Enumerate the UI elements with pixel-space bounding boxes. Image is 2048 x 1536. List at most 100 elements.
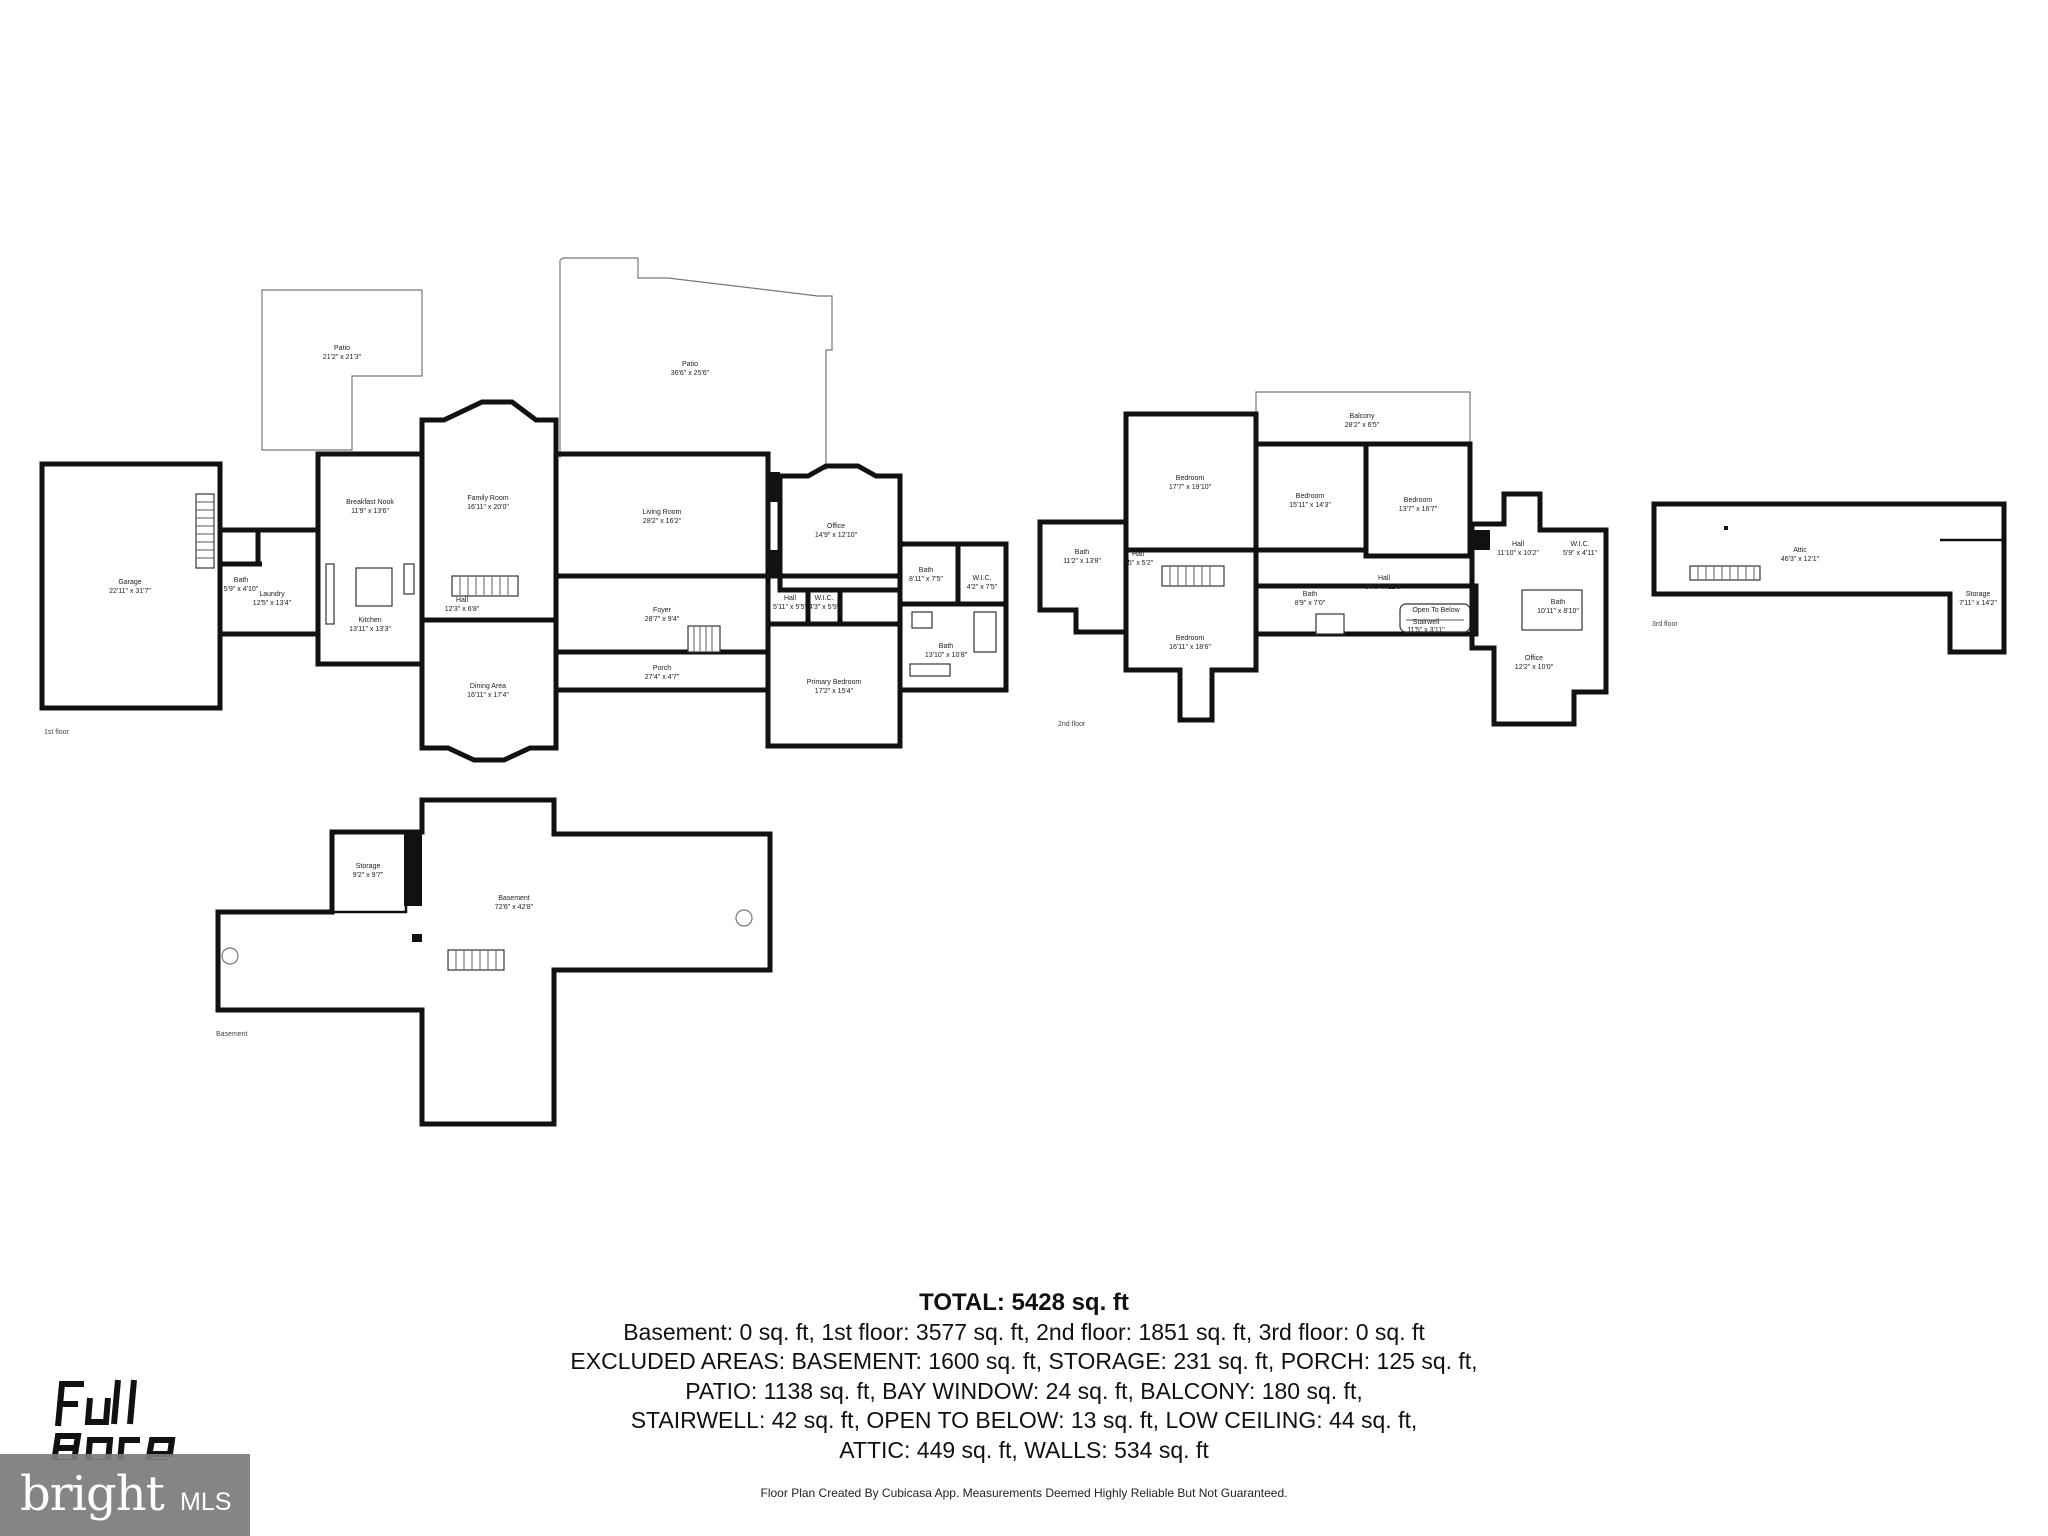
room-label: Porch xyxy=(653,665,671,672)
first-floor-label: 1st floor xyxy=(44,729,70,736)
second-floor-label: 2nd floor xyxy=(1058,721,1086,728)
room-dims: 8'9" x 7'0" xyxy=(1295,600,1326,607)
area-summary: TOTAL: 5428 sq. ft Basement: 0 sq. ft, 1… xyxy=(0,1288,2048,1465)
room-label: Hall xyxy=(784,595,797,602)
room-dims: 12'2" x 10'0" xyxy=(1515,664,1554,671)
room-label: Hall xyxy=(1132,551,1145,558)
room-dims: 11'2" x 13'8" xyxy=(1063,558,1101,565)
room-dims: 14'9" x 12'10" xyxy=(815,532,858,539)
room-label: W.I.C. xyxy=(1570,541,1589,548)
room-dims: 13'11" x 13'3" xyxy=(349,626,391,633)
bedroom-2-3-walls xyxy=(1253,441,1473,559)
room-label: Foyer xyxy=(653,607,672,614)
room-label: Primary Bedroom xyxy=(807,679,862,686)
foyer-stairs xyxy=(687,625,721,653)
bedroom-1-walls xyxy=(1123,411,1259,553)
room-label: Bath xyxy=(1303,591,1318,598)
room-label: Bath xyxy=(1551,599,1566,606)
room-label: Dining Area xyxy=(470,683,506,690)
room-label: Balcony xyxy=(1350,413,1375,420)
room-label: W.I.C. xyxy=(814,595,833,602)
third-floor-plan: 3rd floor xyxy=(1651,501,2007,655)
upper-stairs xyxy=(1161,565,1225,587)
room-label: Attic xyxy=(1793,547,1807,554)
room-dims: 22'11" x 31'7" xyxy=(109,588,151,595)
room-dims: 5'9" x 4'10" xyxy=(224,586,259,593)
room-dims: 12'3" x 6'8" xyxy=(445,606,480,613)
garage-walls xyxy=(39,461,223,711)
primary-bath-walls xyxy=(897,541,1009,693)
room-labels: Garage 22'11" x 31'7" Bath 5'9" x 4'10" … xyxy=(109,345,1997,911)
room-label: Bath xyxy=(919,567,934,574)
room-dims: 28'2" x 16'2" xyxy=(643,518,682,525)
fullbore-logo xyxy=(50,1378,180,1460)
room-dims: 16'11" x 18'6" xyxy=(1169,644,1211,651)
summary-line: EXCLUDED AREAS: BASEMENT: 1600 sq. ft, S… xyxy=(570,1348,1478,1374)
room-dims: 5'11" x 5'5" xyxy=(773,604,807,611)
room-dims: 4'3" x 5'9" xyxy=(809,604,840,611)
room-label: Open To Below xyxy=(1412,607,1460,614)
hall-stairs xyxy=(451,575,519,597)
room-label: Living Room xyxy=(643,509,682,516)
room-label: Hall xyxy=(1378,575,1391,582)
room-dims: 17'7" x 19'10" xyxy=(1169,484,1212,491)
room-dims: 11'9" x 13'6" xyxy=(351,508,389,515)
bright-wordmark: bright xyxy=(20,1466,165,1522)
room-dims: 28'7" x 9'4" xyxy=(645,616,680,623)
room-dims: 7'11" x 14'2" xyxy=(1959,600,1997,607)
bright-mls-logo: bright MLS xyxy=(0,1454,250,1536)
summary-line: PATIO: 1138 sq. ft, BAY WINDOW: 24 sq. f… xyxy=(685,1377,1363,1404)
room-dims: 16'11" x 17'4" xyxy=(467,692,509,699)
disclaimer: Floor Plan Created By Cubicasa App. Meas… xyxy=(760,1486,1288,1500)
first-floor-plan: 1st floor xyxy=(39,257,1009,763)
room-dims: 5'9" x 4'11" xyxy=(1563,550,1597,557)
room-label: Kitchen xyxy=(358,617,381,624)
room-dims: 13'10" x 10'8" xyxy=(925,652,968,659)
basement-walls xyxy=(215,797,773,1127)
room-dims: 13'7" x 16'7" xyxy=(1399,506,1438,513)
second-floor-plan: 2nd floor xyxy=(1037,391,1609,728)
room-label: Family Room xyxy=(467,495,508,502)
patio-a-outline xyxy=(261,289,423,451)
room-dims: 8'11" x 7'5" xyxy=(909,576,943,583)
room-dims: 72'6" x 42'8" xyxy=(495,904,534,911)
room-label: Bedroom xyxy=(1404,497,1433,504)
room-label: Storage xyxy=(356,863,381,870)
room-dims: 11'10" x 10'2" xyxy=(1497,550,1539,557)
office-walls xyxy=(777,463,903,593)
kitchen-island xyxy=(355,567,393,607)
room-dims: 28'2" x 6'5" xyxy=(1345,422,1380,429)
third-floor-label: 3rd floor xyxy=(1652,621,1678,628)
room-dims: 46'3" x 12'1" xyxy=(1781,556,1820,563)
attic-stairs xyxy=(1689,565,1761,581)
room-label: Laundry xyxy=(259,591,285,598)
room-dims: 34'0" x 11'3" xyxy=(1365,584,1403,591)
room-label: Hall xyxy=(1512,541,1525,548)
room-dims: 27'4" x 4'7" xyxy=(645,674,680,681)
room-label: Bedroom xyxy=(1176,635,1205,642)
room-dims: 12'5" x 13'4" xyxy=(253,600,292,607)
room-label: Hall xyxy=(456,597,469,604)
room-dims: 15'11" x 14'3" xyxy=(1289,502,1331,509)
room-label: Breakfast Nook xyxy=(346,499,394,506)
room-label: Bath xyxy=(939,643,954,650)
living-foyer-walls xyxy=(553,451,771,693)
garage-stairs xyxy=(195,493,215,569)
room-label: Patio xyxy=(682,361,698,368)
room-label: Office xyxy=(1525,655,1543,662)
room-label: Office xyxy=(827,523,845,530)
room-dims: 21'2" x 21'3" xyxy=(323,354,362,361)
room-dims: 16'11" x 20'0" xyxy=(467,504,509,511)
east-suite-walls xyxy=(1469,491,1609,727)
room-dims: 36'6" x 25'6" xyxy=(671,370,710,377)
bath-4-walls xyxy=(1037,519,1129,635)
summary-line: ATTIC: 449 sq. ft, WALLS: 534 sq. ft xyxy=(839,1436,1209,1463)
room-dims: 4'2" x 7'5" xyxy=(967,584,998,591)
room-dims: 9'2" x 9'7" xyxy=(353,872,384,879)
room-dims: 10'11" x 8'10" xyxy=(1537,608,1579,615)
room-label: Storage xyxy=(1966,591,1991,598)
room-dims: 17'2" x 15'4" xyxy=(815,688,854,695)
dining-walls xyxy=(419,617,559,763)
room-label: Bedroom xyxy=(1296,493,1325,500)
room-label: Basement xyxy=(498,895,530,902)
